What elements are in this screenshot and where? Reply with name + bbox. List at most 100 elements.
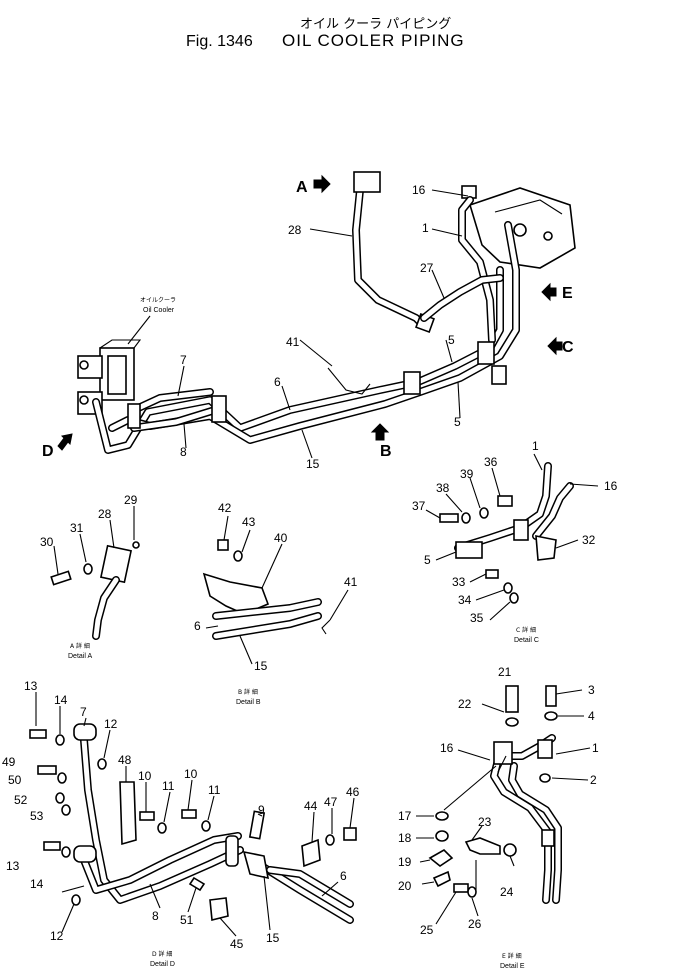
callout-d-46: 46 bbox=[346, 785, 360, 799]
callout-d-53: 53 bbox=[30, 809, 44, 823]
callout-c-1: 1 bbox=[532, 439, 539, 453]
callout-a-29: 29 bbox=[124, 493, 138, 507]
view-arrow-d: D bbox=[42, 433, 73, 460]
callout-c-16: 16 bbox=[604, 479, 618, 493]
svg-text:B: B bbox=[380, 443, 392, 460]
detail-b-caption-jp: B 詳 細 bbox=[238, 688, 258, 696]
callout-e-21: 21 bbox=[498, 665, 512, 679]
figure-title: OIL COOLER PIPING bbox=[282, 31, 465, 50]
svg-text:C: C bbox=[562, 339, 574, 356]
callout-c-32: 32 bbox=[582, 533, 596, 547]
callout-b-43: 43 bbox=[242, 515, 256, 529]
callout-b-41: 41 bbox=[344, 575, 358, 589]
detail-e-caption-en: Detail E bbox=[500, 963, 525, 970]
callout-28: 28 bbox=[288, 223, 302, 237]
oil-cooler-label: オイルクーラ Oil Cooler bbox=[127, 297, 176, 345]
detail-d-caption-en: Detail D bbox=[150, 961, 175, 968]
callout-c-38: 38 bbox=[436, 481, 450, 495]
oil-cooler-label-jp: オイルクーラ bbox=[140, 297, 176, 304]
callout-d-48: 48 bbox=[118, 753, 132, 767]
callout-c-36: 36 bbox=[484, 455, 498, 469]
detail-c: 1 16 36 39 38 37 32 5 33 34 35 C 詳 細 Det… bbox=[412, 439, 618, 644]
callout-d-8: 8 bbox=[152, 909, 159, 923]
detail-a: 29 28 31 30 A 詳 細 Detail A bbox=[40, 493, 140, 660]
callout-d-45: 45 bbox=[230, 937, 244, 951]
callout-e-20: 20 bbox=[398, 879, 412, 893]
callout-e-3: 3 bbox=[588, 683, 595, 697]
callout-e-25: 25 bbox=[420, 923, 434, 937]
callout-d-7: 7 bbox=[80, 705, 87, 719]
callout-e-16: 16 bbox=[440, 741, 454, 755]
detail-c-caption-en: Detail C bbox=[514, 637, 539, 644]
detail-b: 42 43 40 41 6 15 B 詳 細 Detail B bbox=[194, 501, 358, 706]
callout-e-24: 24 bbox=[500, 885, 514, 899]
svg-text:A: A bbox=[296, 179, 308, 196]
view-arrows: A B C D E bbox=[42, 174, 574, 460]
callout-c-5: 5 bbox=[424, 553, 431, 567]
detail-b-caption-en: Detail B bbox=[236, 699, 261, 706]
callout-d-9: 9 bbox=[258, 803, 265, 817]
callout-d-51: 51 bbox=[180, 913, 194, 927]
callout-d-50: 50 bbox=[8, 773, 22, 787]
main-leaders bbox=[177, 189, 469, 459]
callout-b-6: 6 bbox=[194, 619, 201, 633]
callout-5-lower: 5 bbox=[454, 415, 461, 429]
callout-7: 7 bbox=[180, 353, 187, 367]
callout-d-11-a: 11 bbox=[162, 779, 175, 793]
callout-16: 16 bbox=[412, 183, 426, 197]
view-arrow-b: B bbox=[370, 423, 392, 460]
callout-e-18: 18 bbox=[398, 831, 412, 845]
callout-d-15: 15 bbox=[266, 931, 280, 945]
callout-c-37: 37 bbox=[412, 499, 426, 513]
callout-d-13-bottom: 13 bbox=[6, 859, 20, 873]
callout-e-26: 26 bbox=[468, 917, 482, 931]
callout-c-34: 34 bbox=[458, 593, 472, 607]
oil-cooler bbox=[77, 339, 142, 415]
hydraulic-valve bbox=[461, 185, 576, 269]
callout-c-33: 33 bbox=[452, 575, 466, 589]
callout-e-22: 22 bbox=[458, 697, 472, 711]
callout-5-upper: 5 bbox=[448, 333, 455, 347]
callout-d-44: 44 bbox=[304, 799, 318, 813]
callout-d-6: 6 bbox=[340, 869, 347, 883]
callout-d-14-top: 14 bbox=[54, 693, 68, 707]
callout-a-31: 31 bbox=[70, 521, 84, 535]
detail-c-caption-jp: C 詳 細 bbox=[516, 626, 536, 634]
callout-d-12-top: 12 bbox=[104, 717, 118, 731]
callout-b-42: 42 bbox=[218, 501, 232, 515]
callout-e-17: 17 bbox=[398, 809, 412, 823]
callout-e-4: 4 bbox=[588, 709, 595, 723]
callout-e-1: 1 bbox=[592, 741, 599, 755]
view-arrow-e: E bbox=[541, 282, 573, 302]
title-japanese: オイル クーラ パイピング bbox=[300, 17, 451, 32]
callout-d-10-b: 10 bbox=[184, 767, 198, 781]
callout-e-23: 23 bbox=[478, 815, 492, 829]
callout-d-52: 52 bbox=[14, 793, 28, 807]
callout-d-47: 47 bbox=[324, 795, 338, 809]
detail-d: 13 14 7 12 48 49 50 52 53 10 11 10 11 44… bbox=[2, 679, 360, 968]
callout-d-10-a: 10 bbox=[138, 769, 152, 783]
callout-27: 27 bbox=[420, 261, 434, 275]
callout-8: 8 bbox=[180, 445, 187, 459]
callout-6: 6 bbox=[274, 375, 281, 389]
callout-d-12-bottom: 12 bbox=[50, 929, 64, 943]
callout-c-39: 39 bbox=[460, 467, 474, 481]
callout-15: 15 bbox=[306, 457, 320, 471]
callout-1: 1 bbox=[422, 221, 429, 235]
callout-41: 41 bbox=[286, 335, 300, 349]
detail-e: 21 3 22 4 16 1 2 17 18 23 19 20 24 25 26… bbox=[398, 665, 599, 970]
oil-cooler-label-en: Oil Cooler bbox=[143, 307, 175, 314]
callout-d-13-top: 13 bbox=[24, 679, 38, 693]
callout-e-19: 19 bbox=[398, 855, 412, 869]
callout-b-40: 40 bbox=[274, 531, 288, 545]
view-arrow-a: A bbox=[296, 174, 331, 196]
callout-a-28: 28 bbox=[98, 507, 112, 521]
callout-d-11-b: 11 bbox=[208, 783, 221, 797]
callout-e-2: 2 bbox=[590, 773, 597, 787]
svg-text:E: E bbox=[562, 285, 573, 302]
figure-number: Fig. 1346 bbox=[186, 33, 253, 50]
callout-d-49: 49 bbox=[2, 755, 16, 769]
callout-c-35: 35 bbox=[470, 611, 484, 625]
detail-e-caption-jp: E 詳 細 bbox=[502, 952, 522, 960]
